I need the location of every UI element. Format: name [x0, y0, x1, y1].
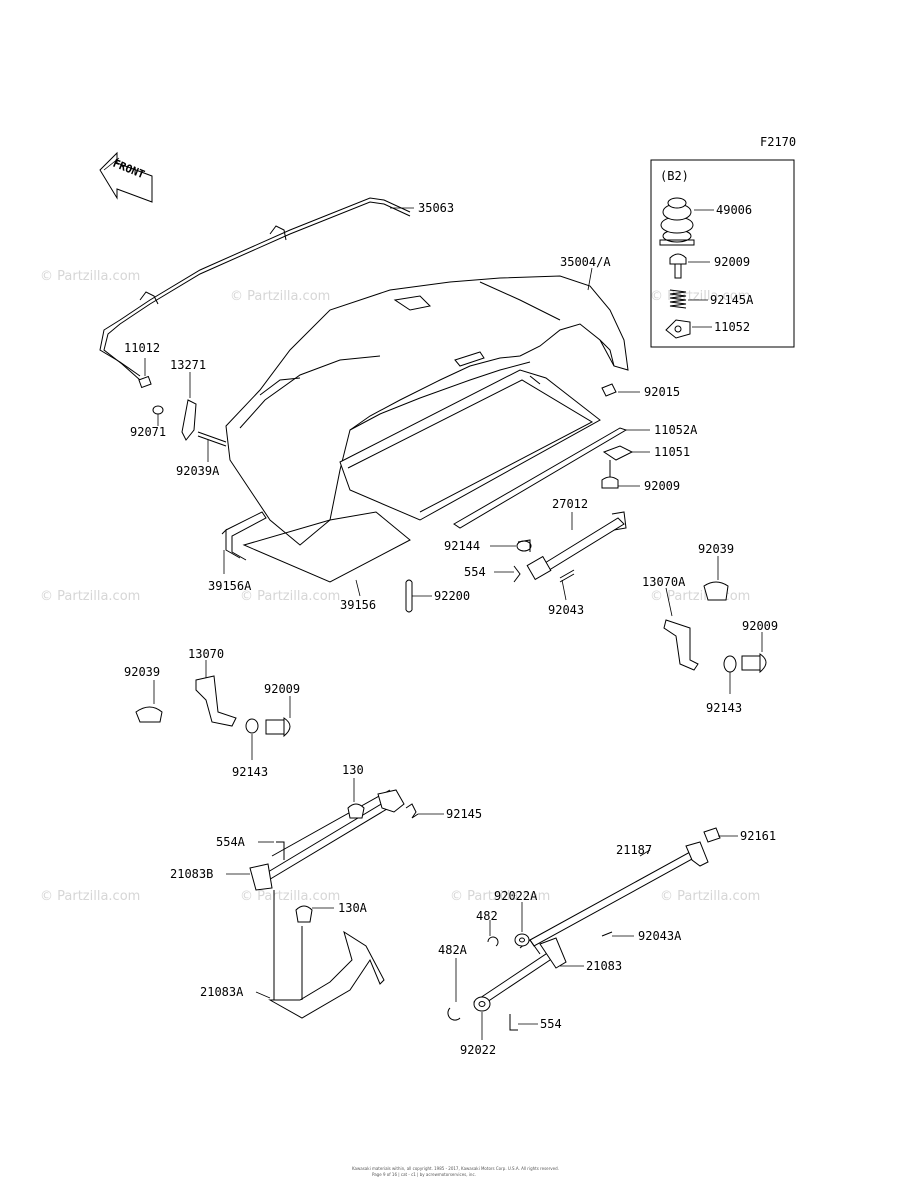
bracket-13070A: [663, 581, 767, 674]
part-label-92009-a[interactable]: 92009: [644, 479, 680, 493]
footer-page: Page 9 of 16 | cat - c1 | by acrewmotors…: [372, 1172, 476, 1177]
watermark: © Partzilla.com: [450, 889, 550, 904]
part-label-92015[interactable]: 92015: [644, 385, 680, 399]
inset-title: (B2): [660, 169, 689, 183]
part-label-92009-b2[interactable]: 92009: [714, 255, 750, 269]
part-label-21083B[interactable]: 21083B: [170, 867, 213, 881]
bracket-11051: [602, 445, 634, 461]
part-label-21187[interactable]: 21187: [616, 843, 652, 857]
part-label-130[interactable]: 130: [342, 763, 364, 777]
part-label-92043A[interactable]: 92043A: [638, 929, 682, 943]
part-label-35004A[interactable]: 35004/A: [560, 255, 611, 269]
part-label-554b[interactable]: 554: [540, 1017, 562, 1031]
part-label-11051[interactable]: 11051: [654, 445, 690, 459]
part-label-92039-r[interactable]: 92039: [698, 542, 734, 556]
part-label-482[interactable]: 482: [476, 909, 498, 923]
part-label-92009-l[interactable]: 92009: [264, 682, 300, 696]
part-label-11052[interactable]: 11052: [714, 320, 750, 334]
part-label-21083A[interactable]: 21083A: [200, 985, 244, 999]
front-label: FRONT: [111, 157, 147, 182]
nut-92015: [601, 383, 617, 397]
watermark: © Partzilla.com: [240, 589, 340, 604]
part-label-11012[interactable]: 11012: [124, 341, 160, 355]
seat-cable: [99, 197, 411, 381]
part-label-21083[interactable]: 21083: [586, 959, 622, 973]
watermark: © Partzilla.com: [650, 589, 750, 604]
part-label-92039-l[interactable]: 92039: [124, 665, 160, 679]
watermark: © Partzilla.com: [230, 289, 330, 304]
footer-copyright: Kawasaki materials within, all copyright…: [352, 1166, 559, 1171]
part-label-92022A[interactable]: 92022A: [494, 889, 538, 903]
part-label-11052A[interactable]: 11052A: [654, 423, 698, 437]
part-label-130A[interactable]: 130A: [338, 901, 368, 915]
part-label-39156A[interactable]: 39156A: [208, 579, 252, 593]
inset-b2: (B2) 49006 92009 92145A 11052: [650, 159, 795, 348]
part-label-13070A[interactable]: 13070A: [642, 575, 686, 589]
bolt-icon: [601, 460, 619, 489]
pin-92200: [405, 579, 413, 613]
watermark: © Partzilla.com: [40, 889, 140, 904]
part-label-13271[interactable]: 13271: [170, 358, 206, 372]
part-label-92200[interactable]: 92200: [434, 589, 470, 603]
watermarks: © Partzilla.com © Partzilla.com © Partzi…: [40, 269, 760, 904]
part-label-92022[interactable]: 92022: [460, 1043, 496, 1057]
watermark: © Partzilla.com: [650, 289, 750, 304]
bumper-icon: [659, 197, 695, 246]
part-label-92144[interactable]: 92144: [444, 539, 480, 553]
part-label-92043[interactable]: 92043: [548, 603, 584, 617]
rod-39156A: [221, 511, 267, 561]
part-label-92161[interactable]: 92161: [740, 829, 776, 843]
part-label-554A[interactable]: 554A: [216, 835, 246, 849]
watermark: © Partzilla.com: [240, 889, 340, 904]
part-label-49006[interactable]: 49006: [716, 203, 752, 217]
rod-assembly-right: [447, 827, 721, 1031]
lock-assembly: [513, 511, 627, 583]
watermark: © Partzilla.com: [40, 269, 140, 284]
watermark: © Partzilla.com: [660, 889, 760, 904]
part-label-92071[interactable]: 92071: [130, 425, 166, 439]
part-label-27012[interactable]: 27012: [552, 497, 588, 511]
base-plate: [242, 511, 411, 583]
diagram-code: F2170: [760, 135, 796, 149]
part-label-92145A[interactable]: 92145A: [710, 293, 754, 307]
part-label-39156[interactable]: 39156: [340, 598, 376, 612]
hinge-cluster: [138, 375, 227, 447]
part-label-554[interactable]: 554: [464, 565, 486, 579]
part-label-35063[interactable]: 35063: [418, 201, 454, 215]
part-label-92143-l[interactable]: 92143: [232, 765, 268, 779]
bracket-icon: [665, 319, 691, 339]
part-label-92009-r[interactable]: 92009: [742, 619, 778, 633]
bracket-13070: [135, 675, 291, 738]
lever-assembly-left: [249, 789, 419, 1019]
bolt-icon: [669, 253, 687, 279]
part-label-92143-r[interactable]: 92143: [706, 701, 742, 715]
part-label-13070[interactable]: 13070: [188, 647, 224, 661]
front-arrow: FRONT: [99, 151, 153, 203]
part-label-92145[interactable]: 92145: [446, 807, 482, 821]
part-label-482A[interactable]: 482A: [438, 943, 468, 957]
seat-tray: [339, 369, 601, 521]
part-label-92039A[interactable]: 92039A: [176, 464, 220, 478]
spring-icon: [669, 289, 687, 309]
watermark: © Partzilla.com: [40, 589, 140, 604]
